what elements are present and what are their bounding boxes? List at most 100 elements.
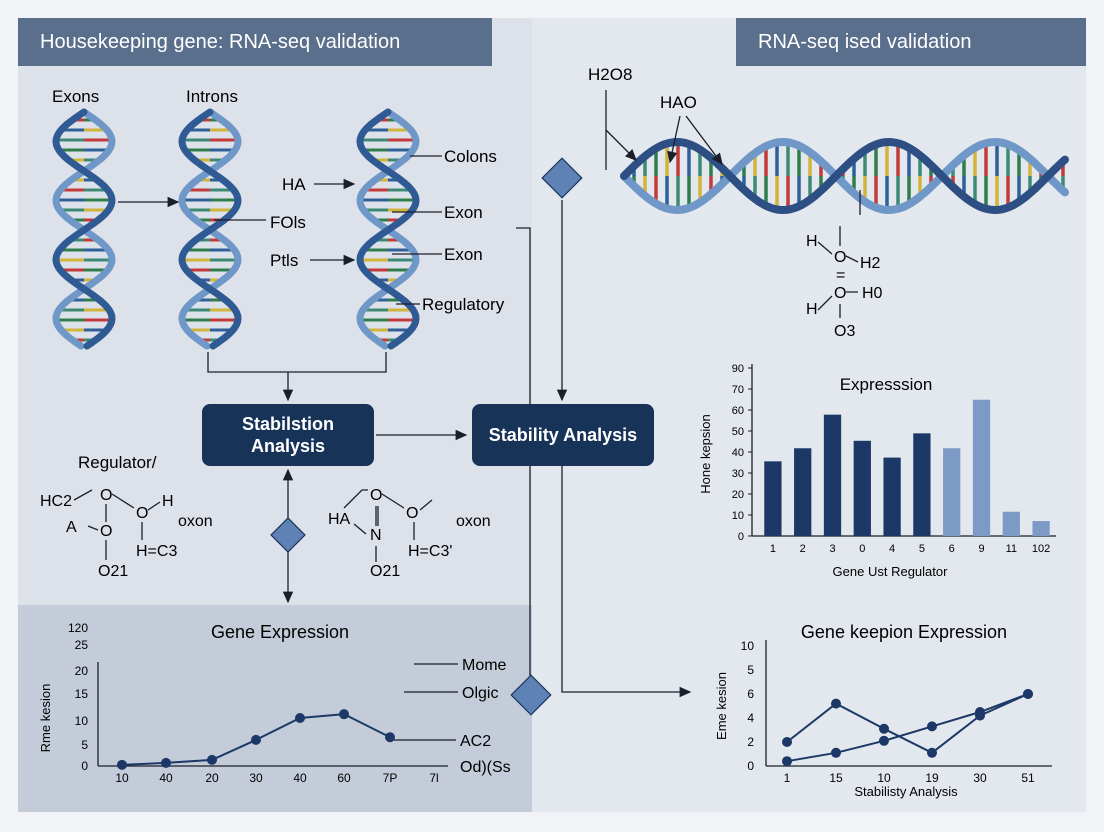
mol-r-eq: = (836, 267, 845, 284)
line-left-x-tick-label: 7l (429, 771, 438, 785)
mol-l1-o-mid: O (100, 523, 112, 540)
bracket-connector (207, 352, 387, 373)
line-left-point (295, 713, 305, 723)
label-fols: FOls (270, 213, 306, 232)
line-left-y-tick-label: 20 (75, 664, 89, 678)
line-left-point (251, 734, 261, 745)
stability-analysis-button[interactable]: Stability Analysis (472, 404, 654, 466)
line-right-series-2 (786, 693, 1029, 754)
mol-l1-hc3: H=C3 (136, 543, 177, 560)
mol-r-h2: H2 (860, 255, 881, 272)
mol-l1-o-top: O (100, 487, 112, 504)
line-chart-panel (18, 605, 532, 812)
bar (913, 433, 931, 536)
bar (943, 448, 961, 536)
mol-l2-o-top: O (370, 487, 382, 504)
bar-x-tick-label: 9 (978, 543, 984, 555)
line-right-point (927, 721, 937, 732)
line-right-point (879, 723, 889, 734)
label-exon-1: Exon (444, 203, 483, 222)
line-right-y-label: Eme kesion (714, 672, 729, 740)
mol-l1-o21: O21 (98, 563, 128, 580)
line-left-point (385, 732, 395, 743)
mol-l1-hc2: HC2 (40, 493, 72, 510)
bar-x-tick-label: 11 (1006, 543, 1017, 555)
line-right-point (782, 756, 792, 767)
line-right-point (1023, 689, 1033, 699)
label-colons: Colons (444, 147, 497, 166)
label-exon-2: Exon (444, 245, 483, 264)
mol-r-h-top: H (806, 233, 818, 250)
decision-diamond-bottom (510, 674, 552, 716)
line-left-y-tick-label: 10 (75, 714, 89, 728)
line-right-y-tick-label: 6 (747, 687, 754, 701)
bar-x-tick-label: 6 (949, 543, 955, 555)
legend-olgic: Olgic (462, 685, 498, 702)
stabilisation-analysis-button[interactable]: Stabilstion Analysis (202, 404, 374, 466)
line-left-point (161, 757, 171, 768)
bar-y-tick-label: 60 (732, 405, 744, 417)
stability-analysis-label: Stability Analysis (488, 425, 638, 445)
line-left-y-tick-label: 5 (81, 738, 88, 752)
line-left-x-tick-label: 30 (249, 771, 263, 785)
line-left-x-tick-label: 40 (159, 771, 173, 785)
line-left-y-tick-label: 25 (75, 638, 89, 652)
line-right-point (975, 710, 985, 721)
line-left-title: Gene Expression (211, 622, 349, 642)
line-right-x-tick-label: 19 (925, 771, 939, 785)
decision-diamond-left (270, 517, 306, 553)
dna-helix-exons (52, 108, 116, 350)
line-right-point (831, 698, 841, 709)
bar-x-tick-label: 3 (829, 543, 835, 555)
bar (972, 399, 991, 536)
line-left-x-tick-label: 40 (293, 771, 307, 785)
line-left-y-tick-label: 0 (81, 759, 88, 773)
line-right-y-tick-label: 5 (747, 663, 754, 677)
bar-x-label: Gene Ust Regulator (833, 564, 949, 579)
label-regulatory: Regulatory (422, 295, 505, 314)
bar-y-tick-label: 0 (738, 531, 744, 543)
mol-r-bonds (817, 226, 859, 318)
mol-r-o-mid: O (834, 285, 846, 302)
bar-y-tick-label: 30 (732, 468, 744, 480)
line-left-y-tick-label: 120 (68, 621, 88, 635)
arrow-hao-2 (685, 115, 723, 166)
bar-y-tick-label: 70 (732, 384, 744, 396)
bar-x-tick-label: 102 (1032, 543, 1050, 555)
line-left-x-tick-label: 7P (383, 771, 398, 785)
mol-r-o-top: O (834, 249, 846, 266)
line-right-x-tick-label: 15 (829, 771, 843, 785)
stabilisation-analysis-label: Stabilstion Analysis (241, 414, 334, 456)
line-right-x-label: Stabilisty Analysis (854, 784, 958, 799)
line-right-y-tick-label: 10 (741, 639, 755, 653)
mol-l1-o-right: O (136, 505, 148, 522)
line-left-y-label: Rme kesion (38, 684, 53, 753)
left-header-title: Housekeeping gene: RNA-seq validation (40, 31, 401, 53)
label-regulator: Regulator/ (78, 453, 157, 472)
right-header: RNA-seq ised validation (736, 18, 1086, 66)
helix-strand-front (178, 108, 242, 350)
mol-l1-oxon: oxon (178, 513, 213, 530)
mol-l2-bonds (343, 489, 433, 562)
line-left-x-tick-label: 10 (115, 771, 129, 785)
mol-l2-ha: HA (328, 511, 351, 528)
mol-l2-hc3: H=C3' (408, 543, 452, 560)
line-left-y-tick-label: 15 (75, 687, 89, 701)
dna-helix-introns (178, 108, 242, 350)
molecule-left-1: HC2 O H A O O H=C3 O21 oxon (40, 487, 213, 580)
bar (764, 461, 782, 536)
bar-y-tick-label: 90 (732, 363, 744, 375)
line-right-title: Gene keepion Expression (801, 622, 1007, 642)
arrow-hao-1 (667, 115, 681, 164)
helix-strand-front (356, 108, 420, 350)
line-exon-to-center (516, 227, 531, 705)
line-left-point (207, 754, 217, 765)
bar (794, 448, 812, 536)
bar-y-tick-label: 20 (732, 489, 744, 501)
label-ha: HA (282, 175, 306, 194)
molecule-right: H O H2 = H O H0 O3 (806, 226, 883, 340)
bar (853, 440, 871, 536)
